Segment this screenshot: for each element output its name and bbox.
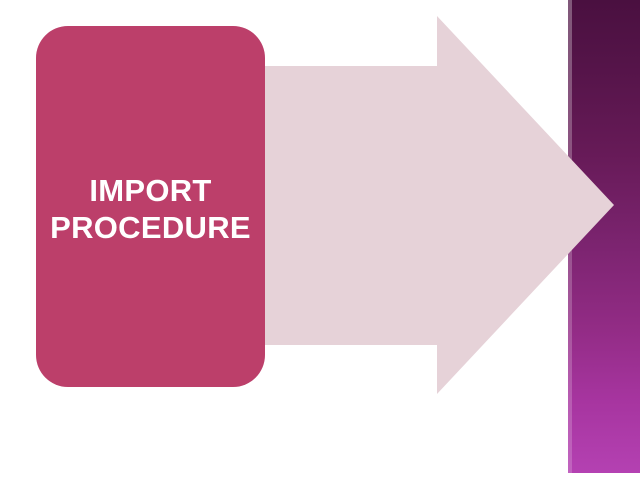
right-arrow-icon [262, 16, 614, 394]
import-procedure-card: IMPORT PROCEDURE [36, 26, 265, 387]
right-arrow-polygon [262, 16, 614, 394]
right-arrow-shape [262, 16, 614, 394]
import-procedure-label: IMPORT PROCEDURE [50, 173, 251, 245]
